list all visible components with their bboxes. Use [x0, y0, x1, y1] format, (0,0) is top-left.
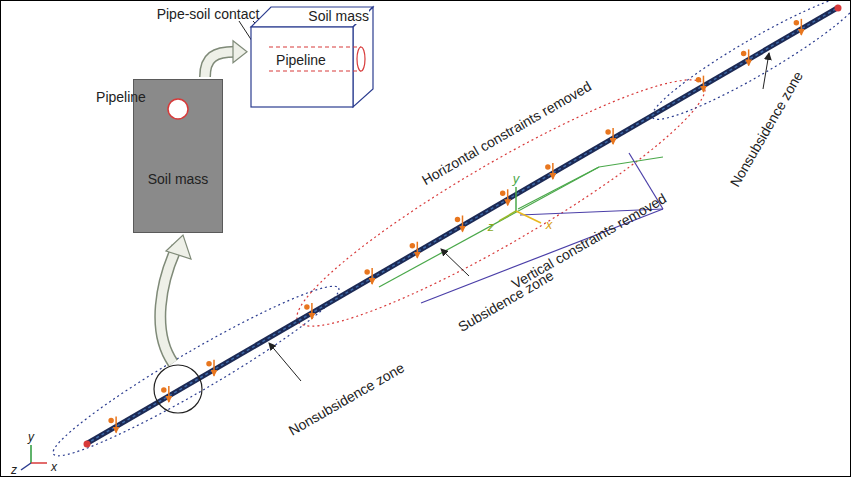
- callout-label: Pipeline: [96, 89, 146, 105]
- axis-label: x: [51, 459, 57, 475]
- soil-section: Soil mass: [133, 79, 223, 233]
- axis-label: y: [28, 429, 34, 445]
- axis-label: y: [513, 171, 520, 187]
- axis-label: z: [11, 462, 17, 477]
- callout-label: Nonsubsidence zone: [285, 359, 406, 438]
- section-outline: [133, 79, 223, 233]
- callout-label: Horizontal constraints removed: [418, 78, 593, 188]
- block-arrow: [205, 41, 247, 77]
- axis-label: z: [488, 219, 495, 235]
- callout-label: Pipe-soil contact: [157, 6, 260, 22]
- node-label: Soil mass: [308, 8, 369, 24]
- callout-label: Subsidence zone: [455, 267, 556, 335]
- callout-label: Nonsubsidence zone: [726, 68, 805, 189]
- callout-label: Pipeline: [276, 52, 326, 68]
- node-label: Soil mass: [148, 171, 209, 187]
- axis-label: x: [546, 217, 553, 233]
